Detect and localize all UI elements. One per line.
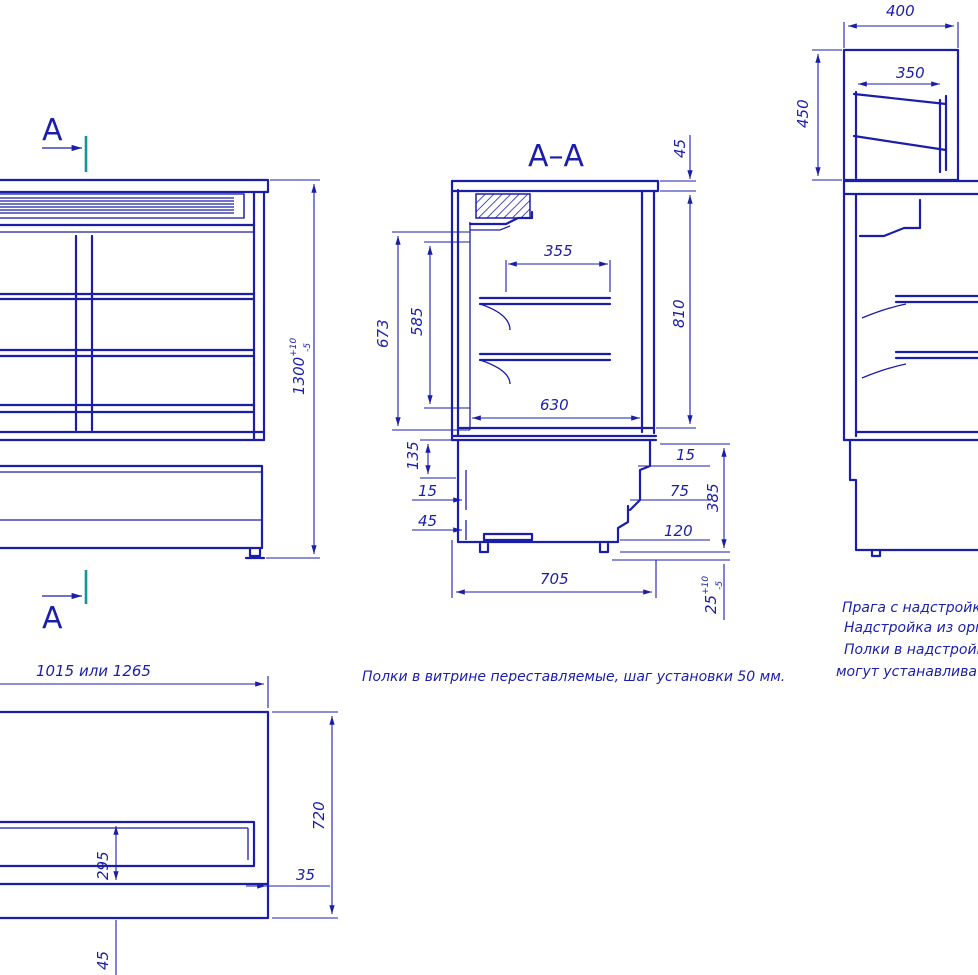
dim-base-15-top: 15: [676, 446, 695, 464]
dim-top-gap: 45: [671, 139, 689, 158]
section-view: А–А 45 355 630: [374, 135, 730, 620]
section-title: А–А: [528, 139, 585, 174]
dim-total-depth: 705: [540, 570, 569, 588]
dim-shelf-depth: 355: [544, 242, 573, 260]
dim-inner-depth: 630: [540, 396, 569, 414]
dim-plan-width: 1015 или 1265: [36, 662, 151, 680]
dim-top-height: 450: [794, 99, 812, 128]
dim-display-height: 810: [670, 299, 688, 328]
plan-view: 1015 или 1265 720 295 35 45: [0, 662, 338, 975]
front-view: 1300+10-5: [0, 178, 320, 560]
dim-plan-depth: 720: [310, 801, 328, 830]
dim-base-45: 45: [418, 512, 437, 530]
note-right-4: могут устанавлива: [836, 664, 977, 680]
dim-base-75: 75: [670, 482, 689, 500]
note-right-2: Надстройка из орг: [844, 620, 978, 636]
dim-top-width: 400: [886, 2, 915, 20]
dim-well-depth: 295: [94, 851, 112, 880]
dim-shelf-width: 350: [896, 64, 925, 82]
dim-base-135: 135: [404, 441, 422, 470]
section-label-top: А: [42, 113, 63, 148]
dim-base-385: 385: [704, 483, 722, 512]
dim-glass-inner: 585: [408, 307, 426, 336]
dim-base-15-left: 15: [418, 482, 437, 500]
right-view: 400 350 450 Прага с надстройк Надстройка…: [794, 2, 978, 680]
front-height-dimension: 1300+10-5: [289, 338, 313, 395]
note-right-3: Полки в надстройк: [844, 642, 978, 658]
dim-glass-outer: 673: [374, 319, 392, 348]
note-right-1: Прага с надстройк: [842, 600, 978, 616]
note-shelves: Полки в витрине переставляемые, шаг уста…: [362, 669, 785, 685]
dim-base-120: 120: [664, 522, 693, 540]
dim-front-gap: 45: [94, 951, 112, 970]
section-marker-bottom: А: [42, 570, 88, 636]
section-label-bottom: А: [42, 601, 63, 636]
section-marker-top: А: [42, 113, 88, 172]
dim-side-gap: 35: [296, 866, 315, 884]
dim-foot-height: 25+10-5: [701, 576, 725, 614]
